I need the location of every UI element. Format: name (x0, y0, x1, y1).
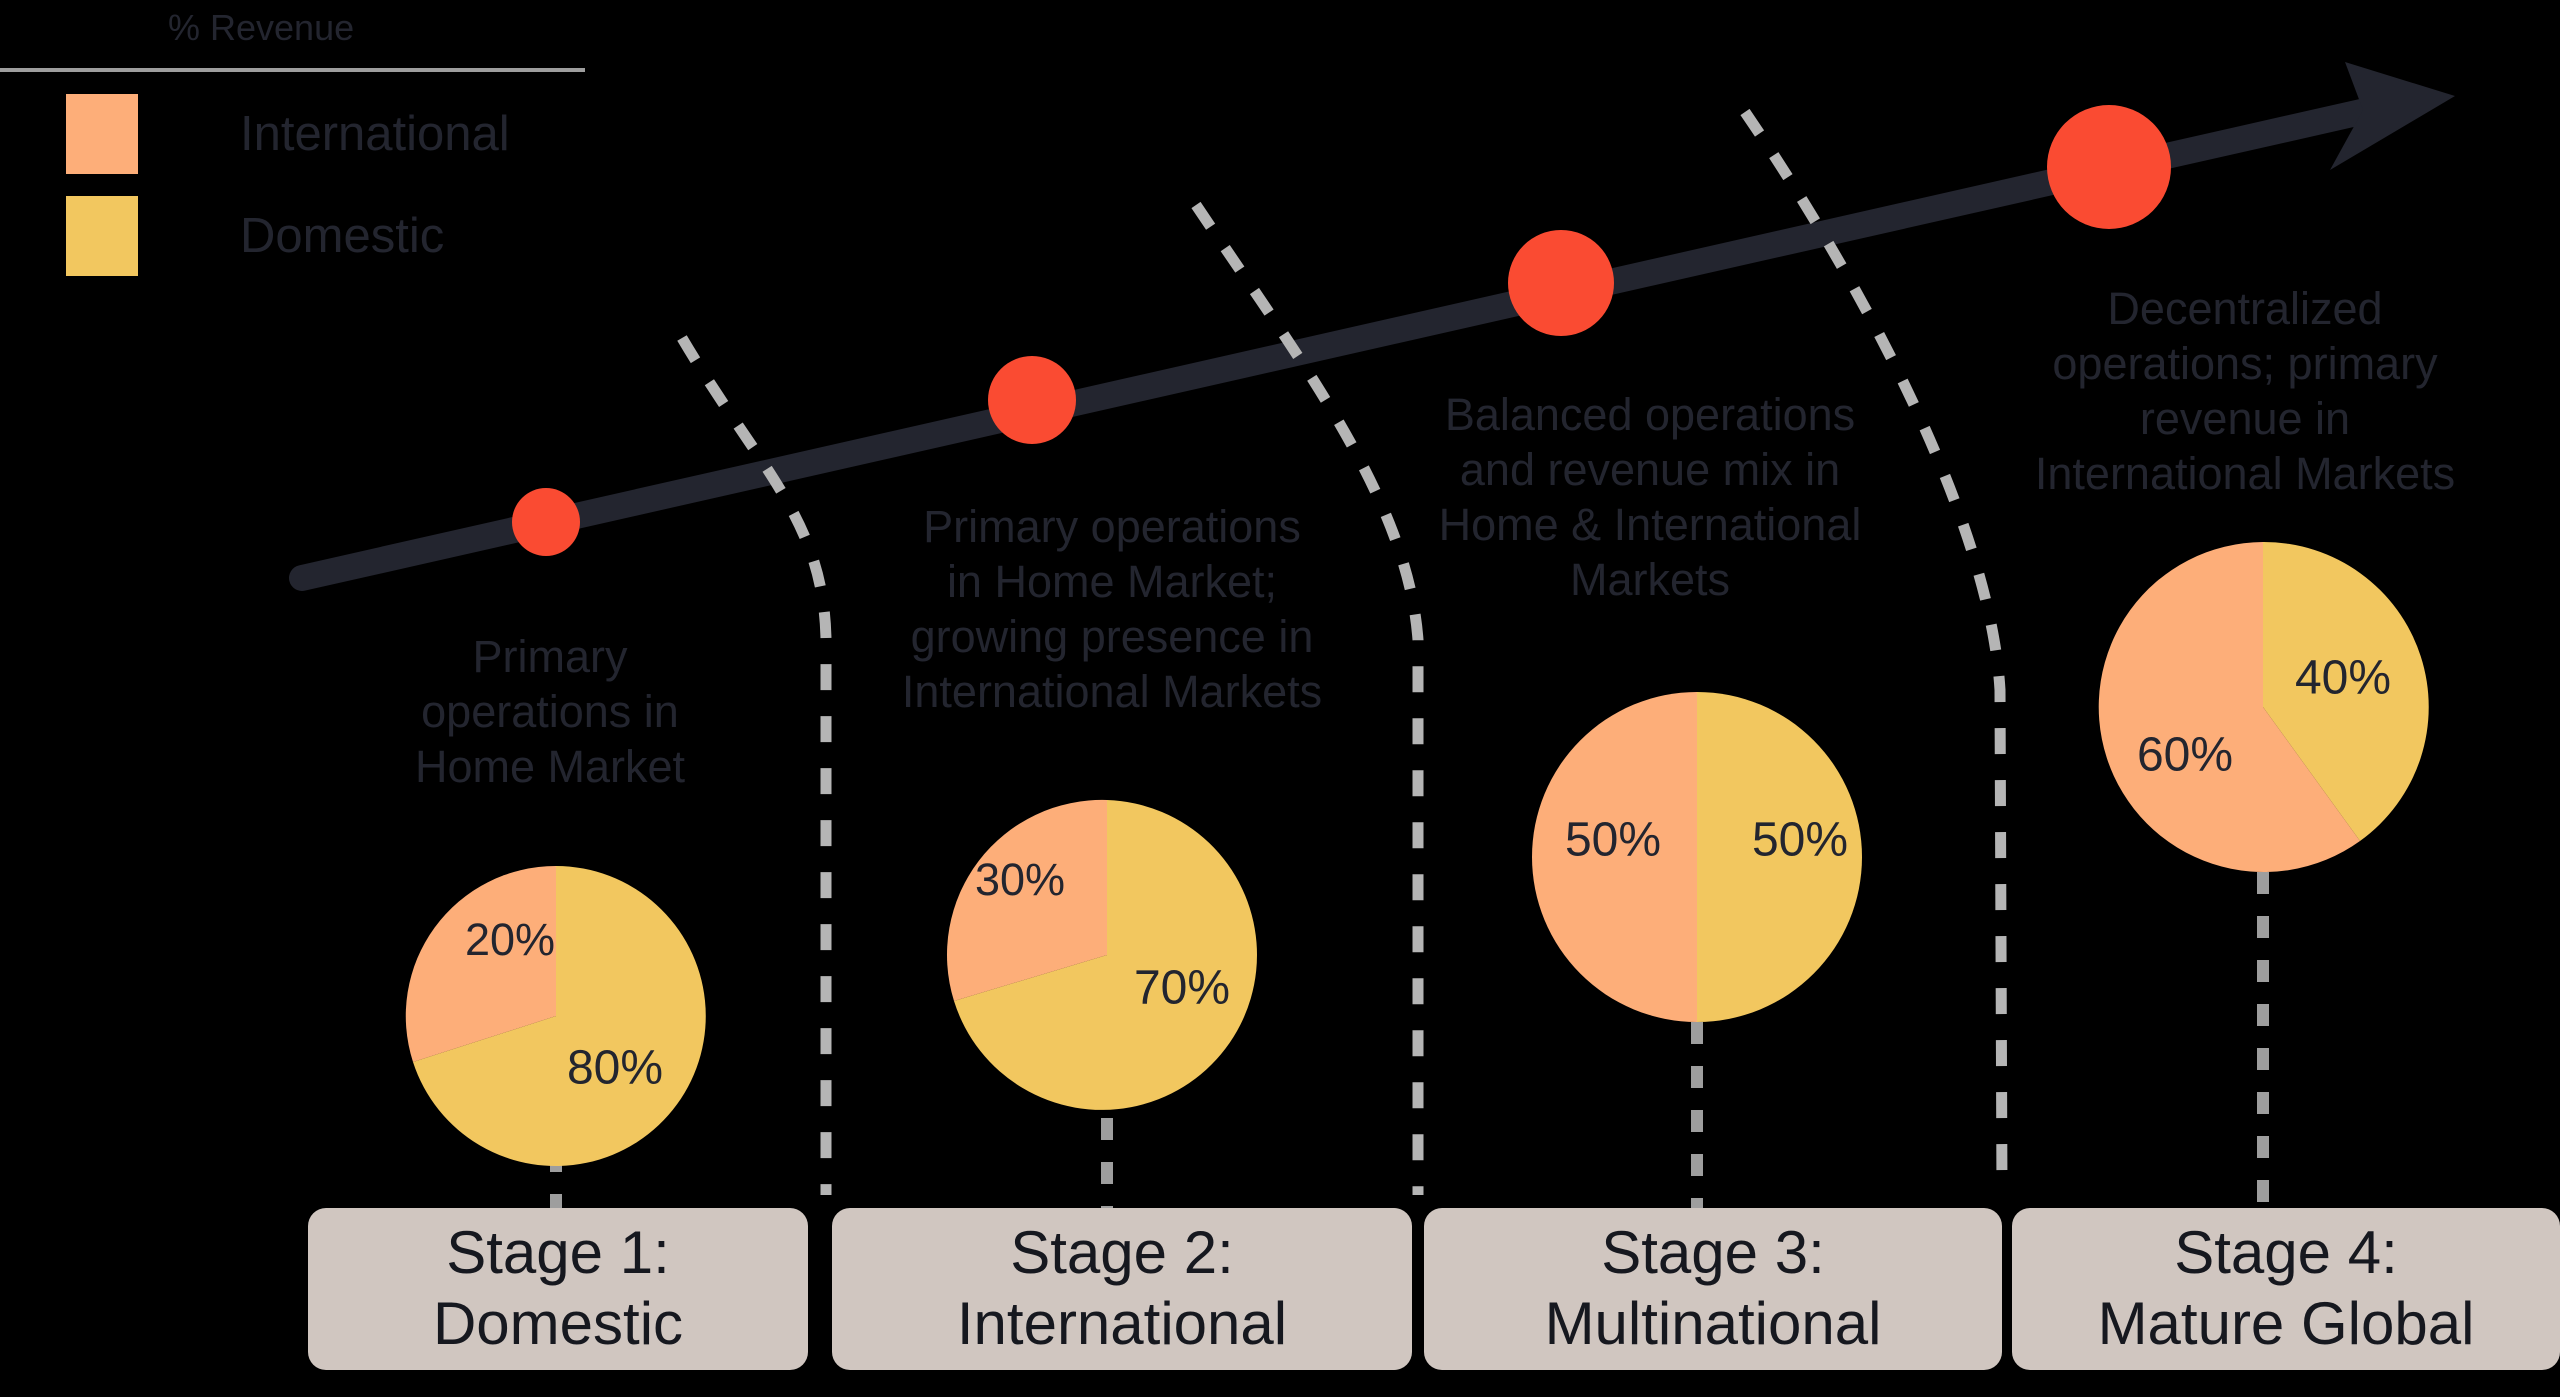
pie-label-stage-4-international: 60% (2136, 728, 2234, 782)
stage-dividers (677, 108, 2008, 1196)
stage-box-2-subtitle: International (956, 1290, 1288, 1357)
stage-box-4-title: Stage 4: (2174, 1219, 2398, 1287)
stage-box-3-subtitle: Multinational (1544, 1290, 1882, 1357)
legend-item-international: International (66, 93, 600, 174)
stage-box-1-title: Stage 1: (446, 1219, 670, 1287)
stage-divider-3 (1740, 108, 2008, 1196)
pie-label-stage-1-international: 20% (464, 914, 556, 965)
stage-description-4: Decentralized operations; primary revenu… (2034, 283, 2456, 499)
pie-label-stage-3-domestic: 50% (1751, 813, 1849, 867)
pie-chart-stage-3 (1532, 692, 1862, 1022)
pie-label-stage-1-domestic: 80% (566, 1041, 664, 1095)
legend-swatch-international (66, 93, 138, 174)
stage-box-2[interactable]: Stage 2: International (832, 1208, 1412, 1370)
legend-divider (0, 67, 585, 72)
stage-description-1: Primary operations in Home Market (414, 631, 686, 792)
stage-box-3-title: Stage 3: (1601, 1219, 1825, 1287)
stage-box-4[interactable]: Stage 4: Mature Global (2012, 1208, 2560, 1370)
pie-label-stage-2-domestic: 70% (1133, 961, 1231, 1015)
milestone-dot-1 (512, 488, 580, 556)
legend-label-international: International (240, 106, 510, 161)
milestone-dot-2 (988, 356, 1076, 444)
stage-box-4-subtitle: Mature Global (2097, 1290, 2475, 1357)
legend-label-domestic: Domestic (240, 208, 445, 263)
stage-divider-2 (1191, 201, 1424, 1195)
legend: % Revenue International Domestic (0, 8, 600, 276)
pie-chart-stage-4 (2098, 541, 2429, 872)
legend-title: % Revenue (168, 7, 355, 48)
milestone-dot-3 (1508, 230, 1614, 336)
stage-box-1-subtitle: Domestic (432, 1290, 684, 1357)
pie-label-stage-4-domestic: 40% (2294, 651, 2392, 705)
stage-box-2-title: Stage 2: (1010, 1219, 1234, 1287)
stage-box-3[interactable]: Stage 3: Multinational (1424, 1208, 2002, 1370)
milestone-dots (512, 105, 2171, 556)
pie-label-stage-3-international: 50% (1564, 813, 1662, 867)
pie-label-stage-2-international: 30% (974, 854, 1066, 905)
legend-swatch-domestic (66, 195, 138, 276)
pie-chart-stage-2 (946, 799, 1257, 1110)
pie-chart-stage-1 (405, 865, 706, 1166)
stage-description-2: Primary operations in Home Market; growi… (901, 501, 1323, 717)
stage-description-3: Balanced operations and revenue mix in H… (1438, 389, 1862, 605)
stage-divider-1 (677, 335, 832, 1195)
growth-arrow (289, 62, 2455, 591)
legend-item-domestic: Domestic (66, 195, 600, 276)
stage-box-1[interactable]: Stage 1: Domestic (308, 1208, 808, 1370)
milestone-dot-4 (2047, 105, 2171, 229)
